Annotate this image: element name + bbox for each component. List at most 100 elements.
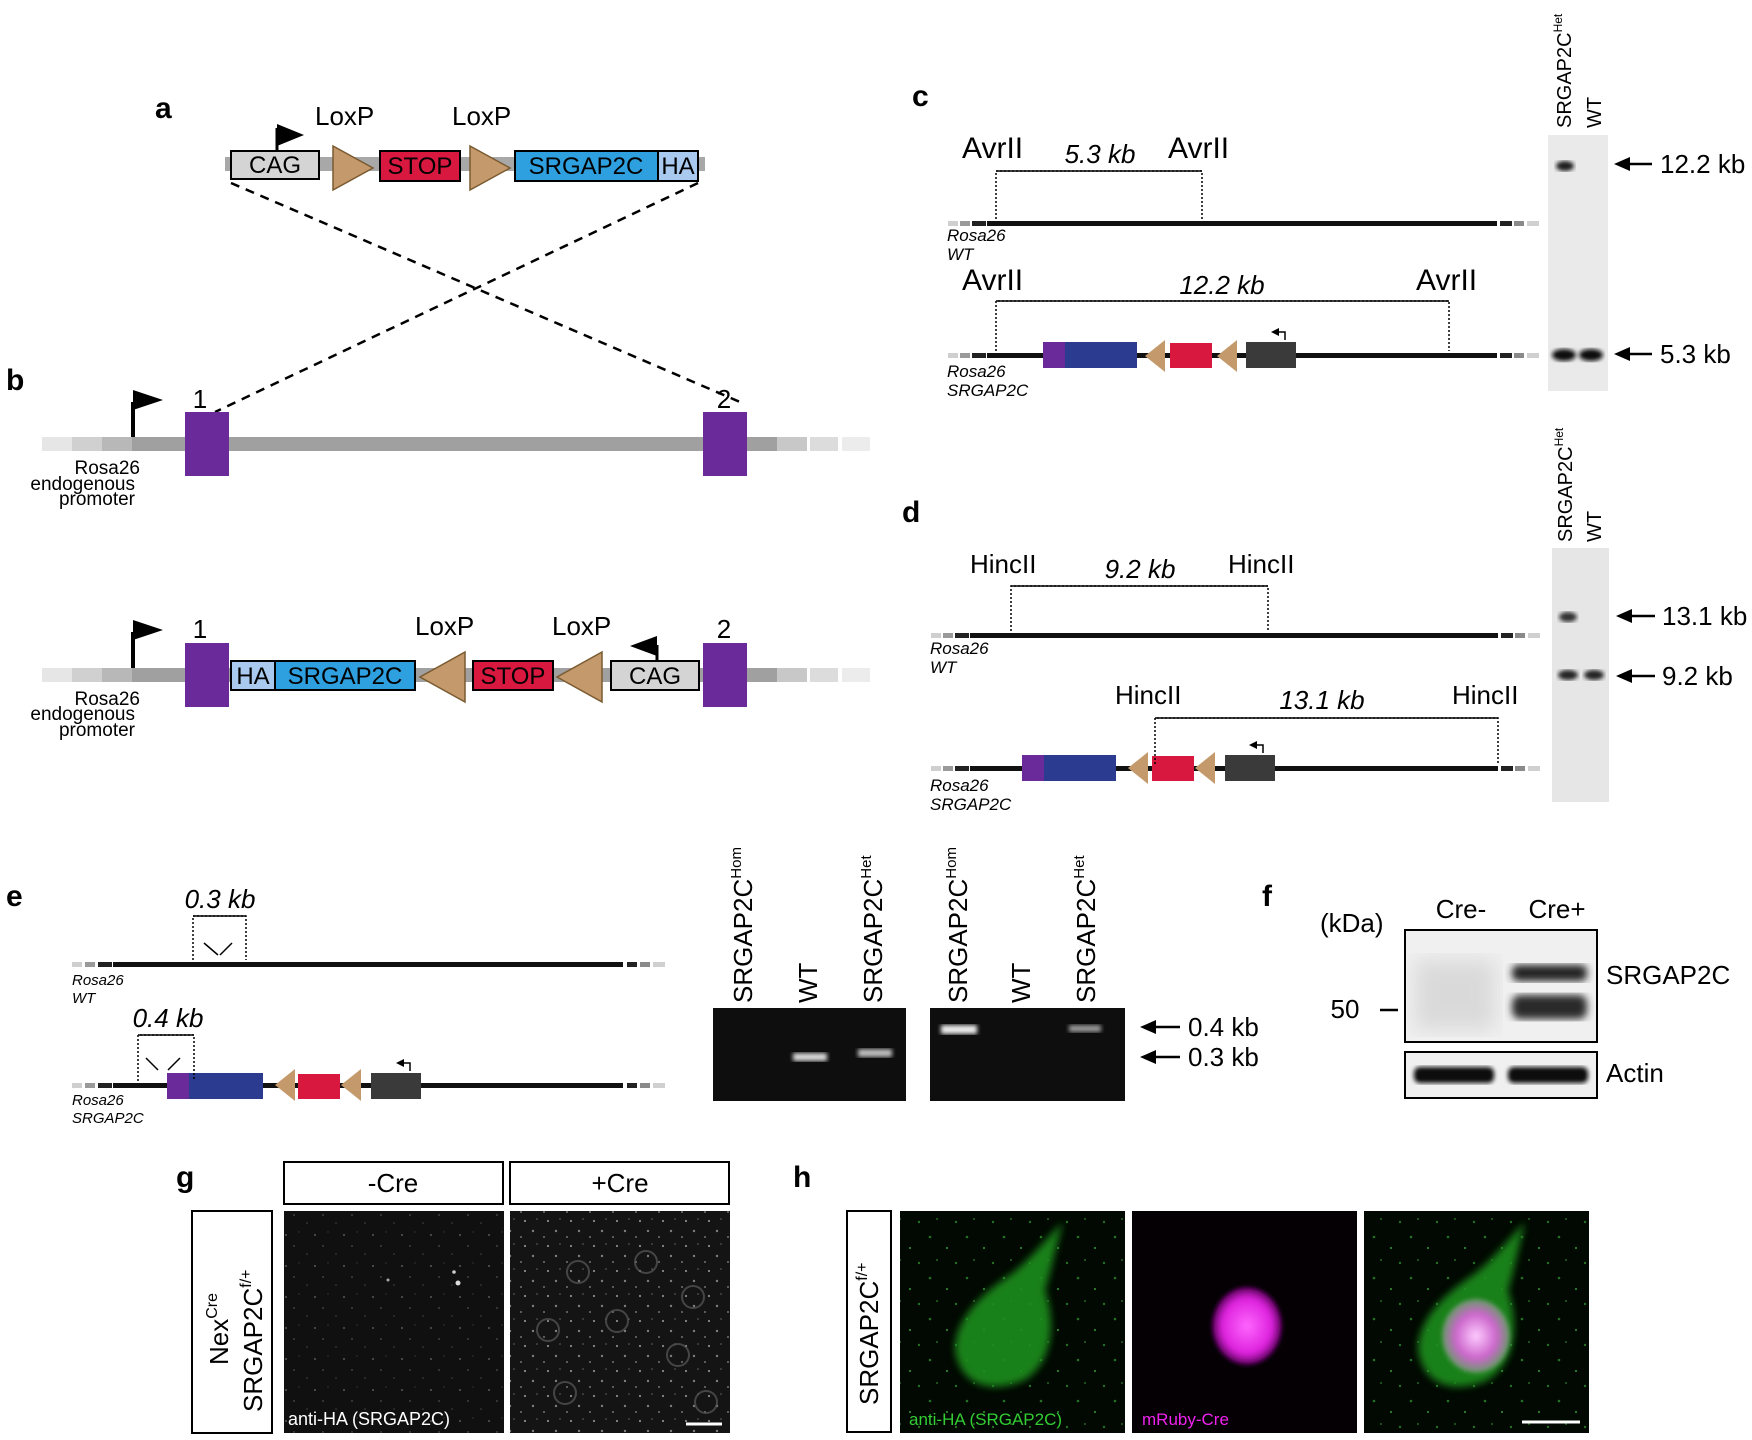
row-header: SRGAP2Cf/+ <box>854 1263 884 1406</box>
panel-letter-a: a <box>155 92 172 125</box>
locus-genotype: WT <box>947 245 975 264</box>
promoter-label-line1: Rosa26 <box>75 689 141 710</box>
cag-box <box>610 660 700 691</box>
locus-name: Rosa26 <box>930 639 989 658</box>
amplicon-size-wt: 0.3 kb <box>185 884 256 914</box>
row-header-line1: NexCre <box>204 1293 234 1365</box>
cag-label: CAG <box>249 152 301 179</box>
arrow-left-icon <box>1614 347 1630 361</box>
restriction-bracket <box>995 170 1203 219</box>
lane-label: SRGAP2CHet <box>1071 855 1101 1003</box>
rosa26-locus-wt <box>42 390 870 476</box>
site-label: HincII <box>1452 680 1518 710</box>
band-size-label: 5.3 kb <box>1660 339 1731 369</box>
restriction-bracket <box>1010 585 1269 631</box>
rosa26-locus-targeted <box>42 620 870 707</box>
srgap2c-label: SRGAP2C <box>529 153 644 180</box>
primer-arrows-icon <box>203 942 233 956</box>
site-label: AvrII <box>962 264 1023 297</box>
promoter-label-line2: endogenous <box>30 704 135 725</box>
panel-h: h SRGAP2Cf/+ anti-HA (SRGAP2C) mRuby-Cre <box>793 1161 1589 1433</box>
wt-locus-line <box>987 221 1497 226</box>
lane-label: WT <box>1584 511 1606 542</box>
promoter-label-line3: promoter <box>59 720 136 741</box>
locus-name: Rosa26 <box>72 1092 124 1109</box>
site-label: AvrII <box>962 132 1023 165</box>
wt-locus-line <box>970 633 1498 638</box>
nucleus <box>1212 1287 1282 1365</box>
band-label: Actin <box>1606 1058 1664 1088</box>
recombination-line <box>230 181 741 404</box>
srgap2c-block <box>1044 755 1116 781</box>
stain-caption: mRuby-Cre <box>1142 1410 1229 1429</box>
locus-name: Rosa26 <box>947 226 1006 245</box>
mw-unit-label: (kDa) <box>1320 908 1384 938</box>
locus-name: Rosa26 <box>72 972 124 989</box>
stop-box <box>472 660 554 691</box>
loxp-triangle-icon <box>332 144 375 192</box>
blot-band <box>1579 349 1603 361</box>
gel-band <box>793 1053 827 1061</box>
nucleus <box>1442 1299 1510 1373</box>
exon-1 <box>185 412 229 476</box>
wt-locus-line <box>113 962 623 967</box>
band-size-label: 13.1 kb <box>1662 601 1747 631</box>
panel-g: g -Cre +Cre NexCre SRGAP2Cf/+ anti-HA (S… <box>176 1161 730 1434</box>
row-header-box <box>191 1210 273 1434</box>
cell-outlines <box>536 1250 718 1414</box>
ki-locus-line <box>987 353 1497 358</box>
exon-2-number: 2 <box>717 384 731 414</box>
lane-label: WT <box>1584 97 1606 128</box>
lane-label: SRGAP2CHom <box>943 847 973 1003</box>
loxp-label: LoxP <box>552 611 611 641</box>
cag-block <box>371 1073 421 1099</box>
arrow-left-icon <box>1616 609 1632 623</box>
western-band <box>1512 965 1587 981</box>
blot-band <box>1558 670 1578 680</box>
exon-1-number: 1 <box>193 384 207 414</box>
lane-label: WT <box>1006 962 1036 1003</box>
promoter-arrow-icon <box>396 1059 404 1067</box>
srgap2c-box <box>514 150 659 182</box>
ha-label: HA <box>661 153 694 180</box>
pcr-amplicon-bracket <box>192 915 247 960</box>
lane-label: SRGAP2CHet <box>1552 427 1577 542</box>
panel-letter-b: b <box>6 364 24 397</box>
stop-label: STOP <box>481 663 546 690</box>
column-header-box <box>283 1161 504 1205</box>
panel-b: b 1 2 Rosa26 endogenous promoter <box>6 364 870 741</box>
locus-genotype: SRGAP2C <box>72 1110 144 1127</box>
srgap2c-block <box>1065 342 1137 368</box>
exon-block <box>167 1073 189 1099</box>
arrow-left-icon <box>1140 1020 1156 1034</box>
amplicon-size-ki: 0.4 kb <box>133 1003 204 1033</box>
column-header: +Cre <box>591 1168 648 1198</box>
pcr-gel-2 <box>930 1008 1125 1101</box>
exon-2 <box>703 412 747 476</box>
loxp-triangle-icon <box>341 1069 361 1101</box>
lane-label: WT <box>793 962 823 1003</box>
locus-genotype: SRGAP2C <box>947 381 1029 400</box>
panel-letter-g: g <box>176 1161 194 1194</box>
ha-box <box>657 150 699 182</box>
stop-block <box>298 1074 340 1099</box>
stain-caption: anti-HA (SRGAP2C) <box>288 1409 450 1429</box>
exon-2 <box>703 643 747 707</box>
arrow-left-icon <box>1140 1050 1156 1064</box>
panel-c: c AvrII AvrII 5.3 kb Rosa26 WT AvrII <box>912 13 1745 400</box>
locus-genotype: WT <box>72 990 97 1007</box>
fragment-size-ki: 13.1 kb <box>1279 685 1364 715</box>
western-band <box>1512 995 1587 1019</box>
exon-2-number: 2 <box>717 614 731 644</box>
row-header-box <box>846 1210 892 1433</box>
blot-band <box>1556 161 1574 171</box>
stop-block <box>1170 343 1212 368</box>
panel-e: e 0.3 kb Rosa26 WT 0.4 kb Rosa <box>6 847 1259 1127</box>
reverse-promoter-flag-icon <box>630 636 657 656</box>
cag-box <box>230 150 320 180</box>
panel-letter-d: d <box>902 496 920 529</box>
southern-blot-c <box>1548 135 1608 391</box>
site-label: HincII <box>1228 549 1294 579</box>
locus-genotype: SRGAP2C <box>930 795 1012 814</box>
site-label: HincII <box>1115 680 1181 710</box>
